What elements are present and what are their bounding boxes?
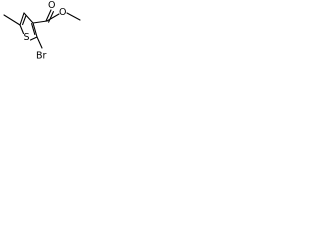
bond-carbonyl-ester-o [46,13,60,22]
bond-carbonyl-o-double-a [45,9,52,22]
carbonyl-oxygen-label: O [48,0,55,11]
bond-c4-c5-inner [22,15,27,26]
bond-ester-o-methyl [66,12,81,21]
bond-c5-s [19,24,25,35]
bond-c2-c3-inner [31,23,36,36]
bond-c3-c4 [23,12,34,24]
bond-carbonyl-o-double-b [48,11,54,23]
ester-oxygen-label: O [59,7,66,18]
sulfur-atom-label: S [24,32,30,43]
bond-c2-br [36,36,43,49]
bond-c4-c5 [19,12,25,26]
bond-s-c2 [29,36,38,41]
structural-formula: S Br O O [3,0,81,62]
bromine-atom-label: Br [36,51,47,62]
bond-methyl-c5 [3,14,21,26]
bond-c3-carbonyl [32,20,48,24]
bond-c2-c3 [32,22,38,38]
